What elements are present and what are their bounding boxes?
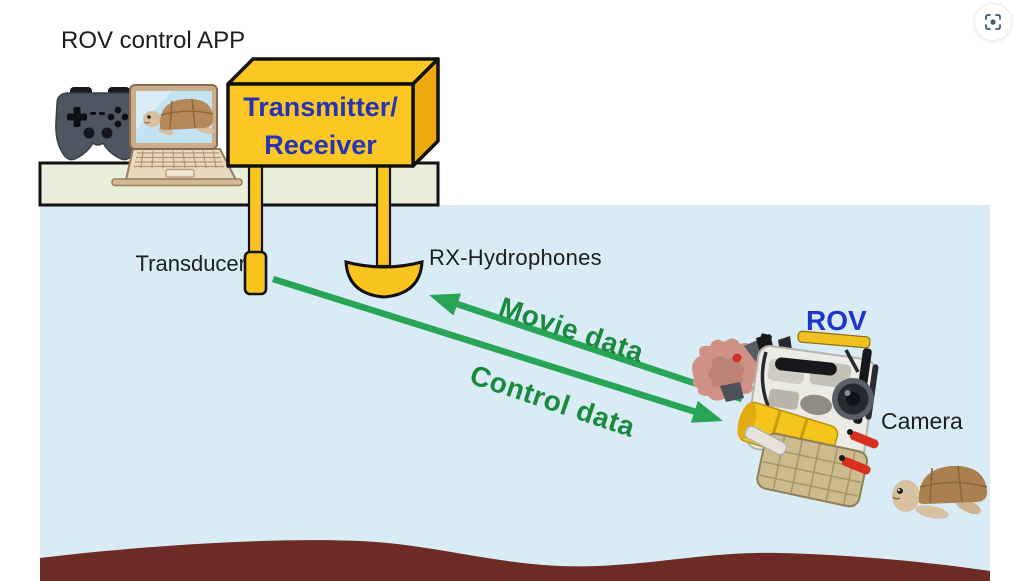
scan-viewfinder-icon	[985, 14, 1001, 30]
hydrophone-bowl	[344, 162, 424, 299]
rov-illustration	[737, 330, 879, 508]
seafloor	[40, 540, 990, 581]
rov-control-app-label: ROV control APP	[61, 27, 246, 54]
transducer-probe	[243, 162, 268, 296]
rx-hydrophones-label: RX-Hydrophones	[429, 245, 602, 270]
rov-label: ROV	[806, 305, 867, 336]
transmitter-receiver-box	[226, 57, 440, 168]
control-data-arrow	[272, 275, 723, 423]
transmitter-label-line: Transmitter/	[243, 92, 398, 122]
transducer-label: Transducer	[135, 251, 246, 276]
lens-scan-button[interactable]	[974, 3, 1012, 41]
camera-label: Camera	[881, 408, 963, 434]
laptop-screen-turtle	[143, 98, 215, 136]
transmitter-receiver-label: Transmitter/ Receiver	[228, 88, 413, 164]
gamepad-illustration	[55, 87, 141, 161]
laptop-illustration	[111, 84, 243, 187]
sea-turtle-illustration	[892, 465, 988, 519]
receiver-label-line: Receiver	[264, 130, 377, 160]
